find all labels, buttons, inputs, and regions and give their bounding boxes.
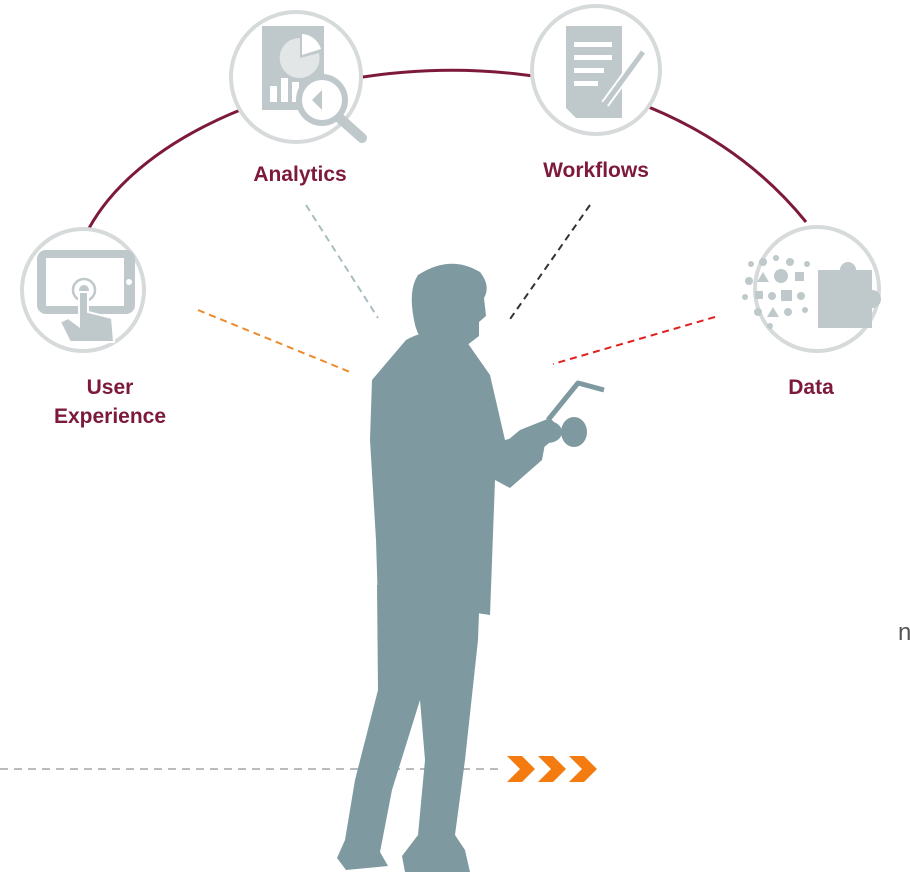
node-data: Data: [742, 225, 881, 399]
line-user-experience: [197, 309, 351, 373]
document-pen-icon: [566, 26, 647, 118]
label-data: Data: [788, 376, 834, 399]
label-user-line1: User: [87, 376, 134, 399]
report-magnifier-icon: [262, 26, 367, 143]
forward-chevrons-icon: [507, 756, 597, 782]
person-silhouette: [337, 263, 605, 872]
data-puzzle-icon: [742, 255, 881, 329]
node-user-experience: User Experience: [20, 227, 166, 428]
node-workflows: Workflows: [530, 4, 662, 182]
line-analytics: [305, 204, 379, 319]
label-workflows: Workflows: [543, 159, 649, 182]
node-analytics: Analytics: [229, 10, 367, 186]
tablet-touch-icon: [37, 250, 135, 343]
label-user-line2: Experience: [54, 405, 166, 428]
label-analytics: Analytics: [253, 163, 346, 186]
connection-arc: [83, 68, 808, 237]
line-data: [552, 316, 716, 365]
line-workflows: [507, 204, 591, 323]
cropped-text: n: [898, 619, 910, 646]
